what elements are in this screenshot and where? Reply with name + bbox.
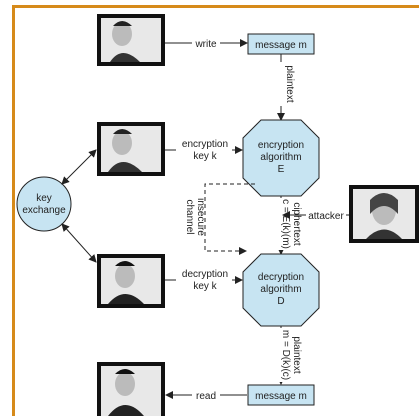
encryption-key-line-1: encryption	[182, 139, 228, 150]
write-label: write	[194, 39, 217, 50]
plaintext-bottom-line-2: m = D(k)(c)	[280, 330, 291, 380]
encryption-algo-line-1: encryption	[258, 140, 304, 151]
decryption-key-line-2: key k	[193, 281, 217, 292]
insecure-channel-line-1: insecure	[195, 198, 206, 236]
key-exchange-node	[16, 176, 72, 232]
attacker-portrait	[349, 185, 419, 243]
decryption-algorithm-node	[242, 253, 320, 327]
ciphertext-line-1: ciphertext	[291, 202, 302, 246]
insecure-channel-line-2: channel	[184, 199, 195, 234]
encryption-algo-line-2: algorithm	[260, 152, 301, 163]
encryption-algo-line-3: E	[278, 164, 285, 175]
receiver-portrait-bottom	[97, 362, 165, 416]
message-box-bottom	[247, 384, 315, 406]
decryption-algo-line-2: algorithm	[260, 284, 301, 295]
key-exchange-line-1: key	[36, 193, 52, 204]
insecure-channel-path	[204, 183, 255, 255]
page-border	[12, 5, 419, 416]
key-exchange-arrow-down	[61, 223, 97, 263]
encryption-algorithm-node	[242, 119, 320, 197]
key-exchange-line-2: exchange	[22, 205, 66, 216]
plaintext-label: plaintext	[284, 65, 295, 102]
encryption-key-line-2: key k	[193, 151, 217, 162]
decryption-key-line-1: decryption	[182, 269, 228, 280]
receiver-portrait-decrypt	[97, 254, 165, 308]
sender-portrait-encrypt	[97, 122, 165, 176]
attacker-label: attacker	[308, 211, 344, 222]
message-top-label: message m	[255, 40, 307, 51]
plaintext-bottom-line-1: plaintext	[291, 336, 302, 373]
decryption-algo-line-3: D	[277, 296, 284, 307]
decryption-algo-line-1: decryption	[258, 272, 304, 283]
message-bottom-label: message m	[255, 391, 307, 402]
read-label: read	[196, 391, 216, 402]
ciphertext-line-2: c = E(k)(m)	[280, 199, 291, 249]
key-exchange-arrow-up	[61, 149, 97, 185]
sender-portrait-top	[97, 14, 165, 66]
